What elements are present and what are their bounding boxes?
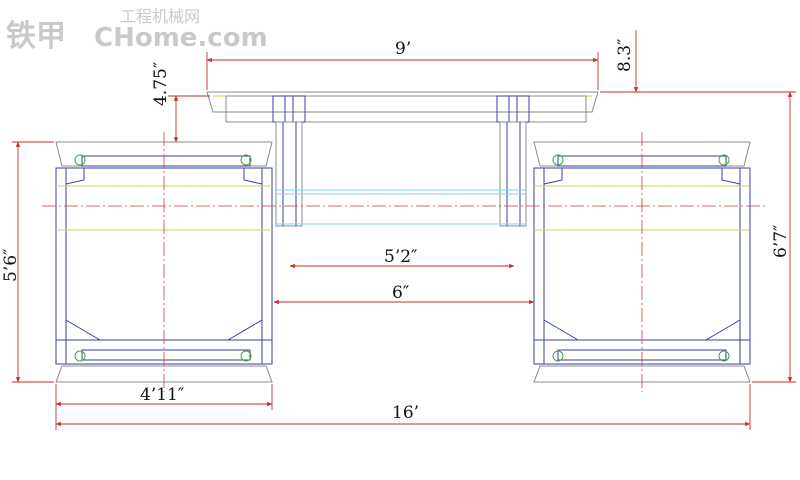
dimension-lines	[12, 30, 796, 430]
dim-top-offset: 8.3″	[615, 39, 635, 72]
dim-overall-width: 16’	[392, 403, 419, 423]
dim-track-width: 4’11″	[140, 385, 184, 405]
dim-track-height: 5’6″	[1, 249, 21, 282]
dim-platform-height: 4.75″	[151, 62, 171, 106]
center-lines	[42, 132, 765, 392]
watermark-tagline: 工程机械网	[120, 7, 200, 26]
watermark: 铁甲 CHome.com 工程机械网	[6, 7, 268, 54]
watermark-domain: CHome.com	[94, 23, 268, 53]
dim-top-platform-width: 9’	[395, 39, 411, 59]
dim-overall-height: 6’7″	[771, 225, 791, 258]
dim-track-gap: 6″	[392, 283, 409, 303]
watermark-brand: 铁甲	[6, 19, 66, 54]
top-platform	[206, 91, 599, 227]
dim-inner-span: 5’2″	[384, 247, 417, 267]
right-track-bolts	[552, 154, 730, 362]
left-track-bolts	[74, 154, 252, 362]
